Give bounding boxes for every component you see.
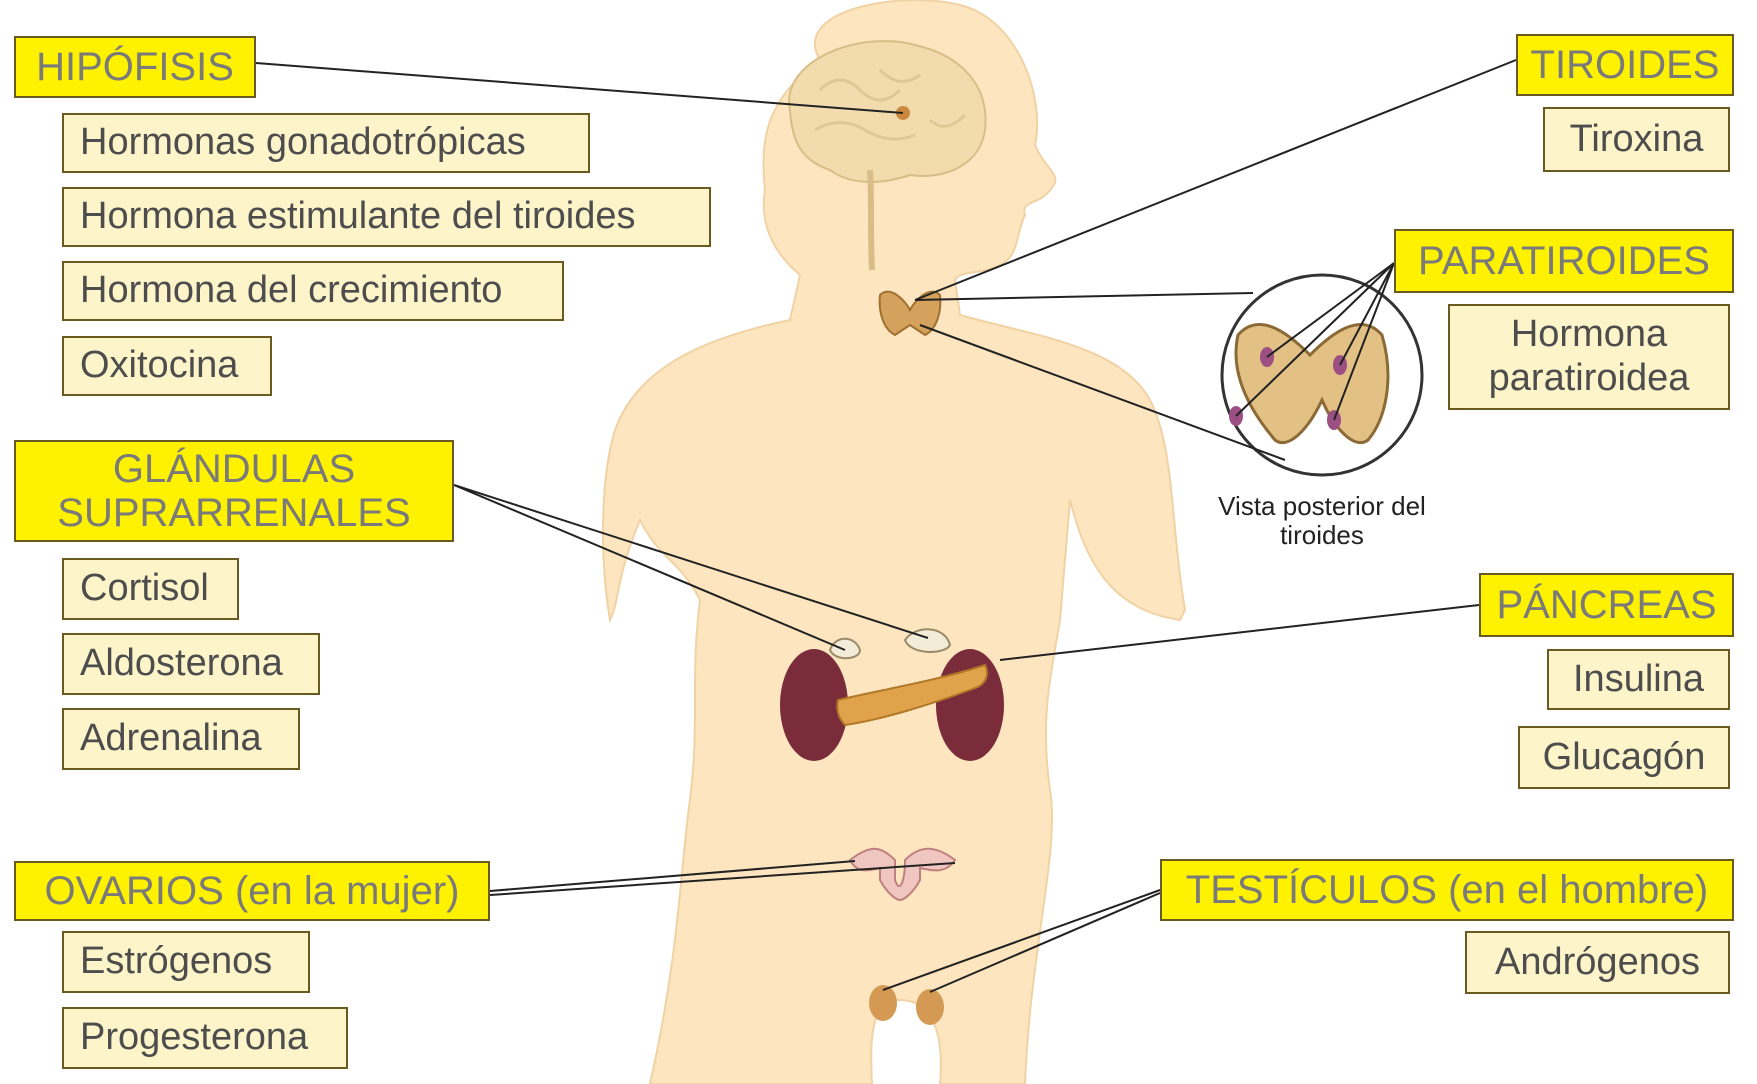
hormone-label: Hormona del crecimiento: [62, 261, 564, 321]
leader-line-thyroid-inset-top: [915, 293, 1253, 300]
gland-label-pancreas: PÁNCREAS: [1479, 573, 1734, 637]
testis-left: [869, 985, 897, 1021]
brain-stem: [870, 170, 872, 270]
adrenal-gland-left: [830, 639, 860, 659]
hormone-label: Insulina: [1547, 649, 1730, 710]
hormone-label: Oxitocina: [62, 336, 272, 396]
gland-label-suprarrenales: GLÁNDULAS SUPRARRENALES: [14, 440, 454, 542]
gland-label-ovarios: OVARIOS (en la mujer): [14, 861, 490, 921]
gland-label-tiroides: TIROIDES: [1516, 34, 1734, 96]
hormone-label: Aldosterona: [62, 633, 320, 695]
hormone-label: Andrógenos: [1465, 931, 1730, 994]
hormone-label: Estrógenos: [62, 931, 310, 993]
hormone-label: Tiroxina: [1543, 107, 1730, 172]
hormone-label: Cortisol: [62, 558, 239, 620]
gland-label-testiculos: TESTÍCULOS (en el hombre): [1160, 859, 1734, 921]
hormone-label: Hormona estimulante del tiroides: [62, 187, 711, 247]
hormone-label: Hormona paratiroidea: [1448, 304, 1730, 410]
leader-line-pancreas: [1000, 605, 1479, 660]
hormone-label: Adrenalina: [62, 708, 300, 770]
gland-label-hipofisis: HIPÓFISIS: [14, 36, 256, 98]
testis-right: [916, 989, 944, 1025]
hormone-label: Hormonas gonadotrópicas: [62, 113, 590, 173]
hormone-label: Glucagón: [1518, 726, 1730, 789]
hormone-label: Progesterona: [62, 1007, 348, 1069]
gland-label-paratiroides: PARATIROIDES: [1394, 229, 1734, 293]
kidney-right: [936, 649, 1004, 761]
thyroid-inset-caption: Vista posterior del tiroides: [1207, 492, 1437, 550]
